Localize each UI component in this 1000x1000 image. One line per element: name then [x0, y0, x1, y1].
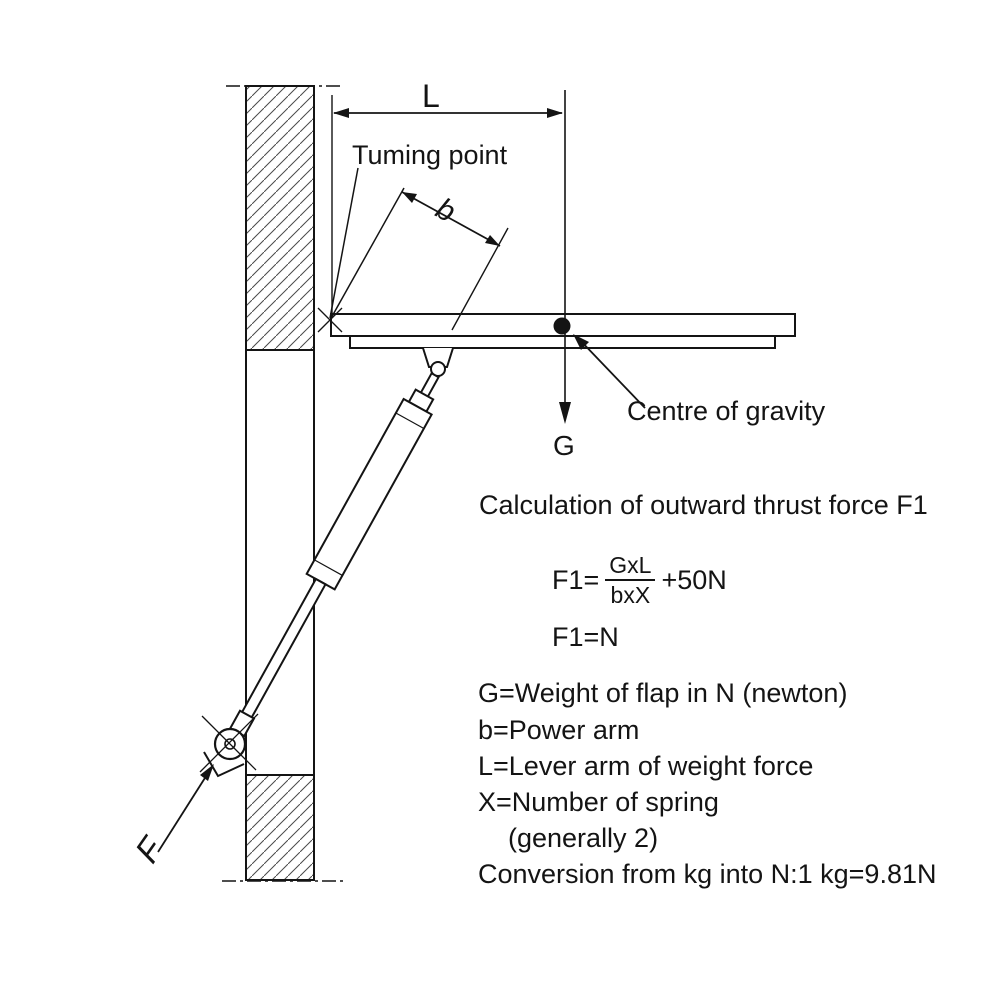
legend-conversion: Conversion from kg into N:1 kg=9.81N — [478, 859, 937, 889]
legend-l: L=Lever arm of weight force — [478, 751, 814, 781]
bottom-bracket — [203, 751, 245, 778]
dimension-L — [333, 108, 563, 118]
wall-hatch-top — [245, 85, 315, 351]
gas-spring — [199, 347, 454, 778]
formula-equation: F1= GxL bxX +50N — [552, 552, 727, 609]
formula-suffix: +50N — [661, 564, 727, 595]
legend-x: X=Number of spring — [478, 787, 719, 817]
formula-result: F1=N — [552, 622, 619, 652]
wall — [245, 85, 315, 881]
dimension-b — [401, 191, 509, 331]
turning-point-marks — [317, 167, 405, 333]
formula-denominator: bxX — [610, 582, 651, 609]
centre-of-gravity-dot — [553, 317, 571, 335]
gravity-force-label: G — [553, 430, 575, 461]
formula-fraction: GxL bxX — [605, 552, 656, 609]
dimension-l-label: L — [422, 78, 440, 114]
flap-lip — [349, 335, 776, 349]
wall-hatch-bottom — [245, 774, 315, 881]
formula-lhs: F1= — [552, 564, 600, 595]
formula-numerator: GxL — [605, 552, 656, 582]
turning-point-label: Tuming point — [352, 140, 508, 170]
formula-title: Calculation of outward thrust force F1 — [479, 490, 928, 520]
f-force-arrow — [157, 764, 214, 853]
g-arrowhead — [559, 402, 571, 424]
cog-leader-arrow — [573, 334, 646, 409]
legend-g: G=Weight of flap in N (newton) — [478, 678, 848, 708]
legend-x-note: (generally 2) — [508, 823, 659, 853]
centre-of-gravity-label: Centre of gravity — [627, 396, 826, 426]
legend-b: b=Power arm — [478, 715, 640, 745]
